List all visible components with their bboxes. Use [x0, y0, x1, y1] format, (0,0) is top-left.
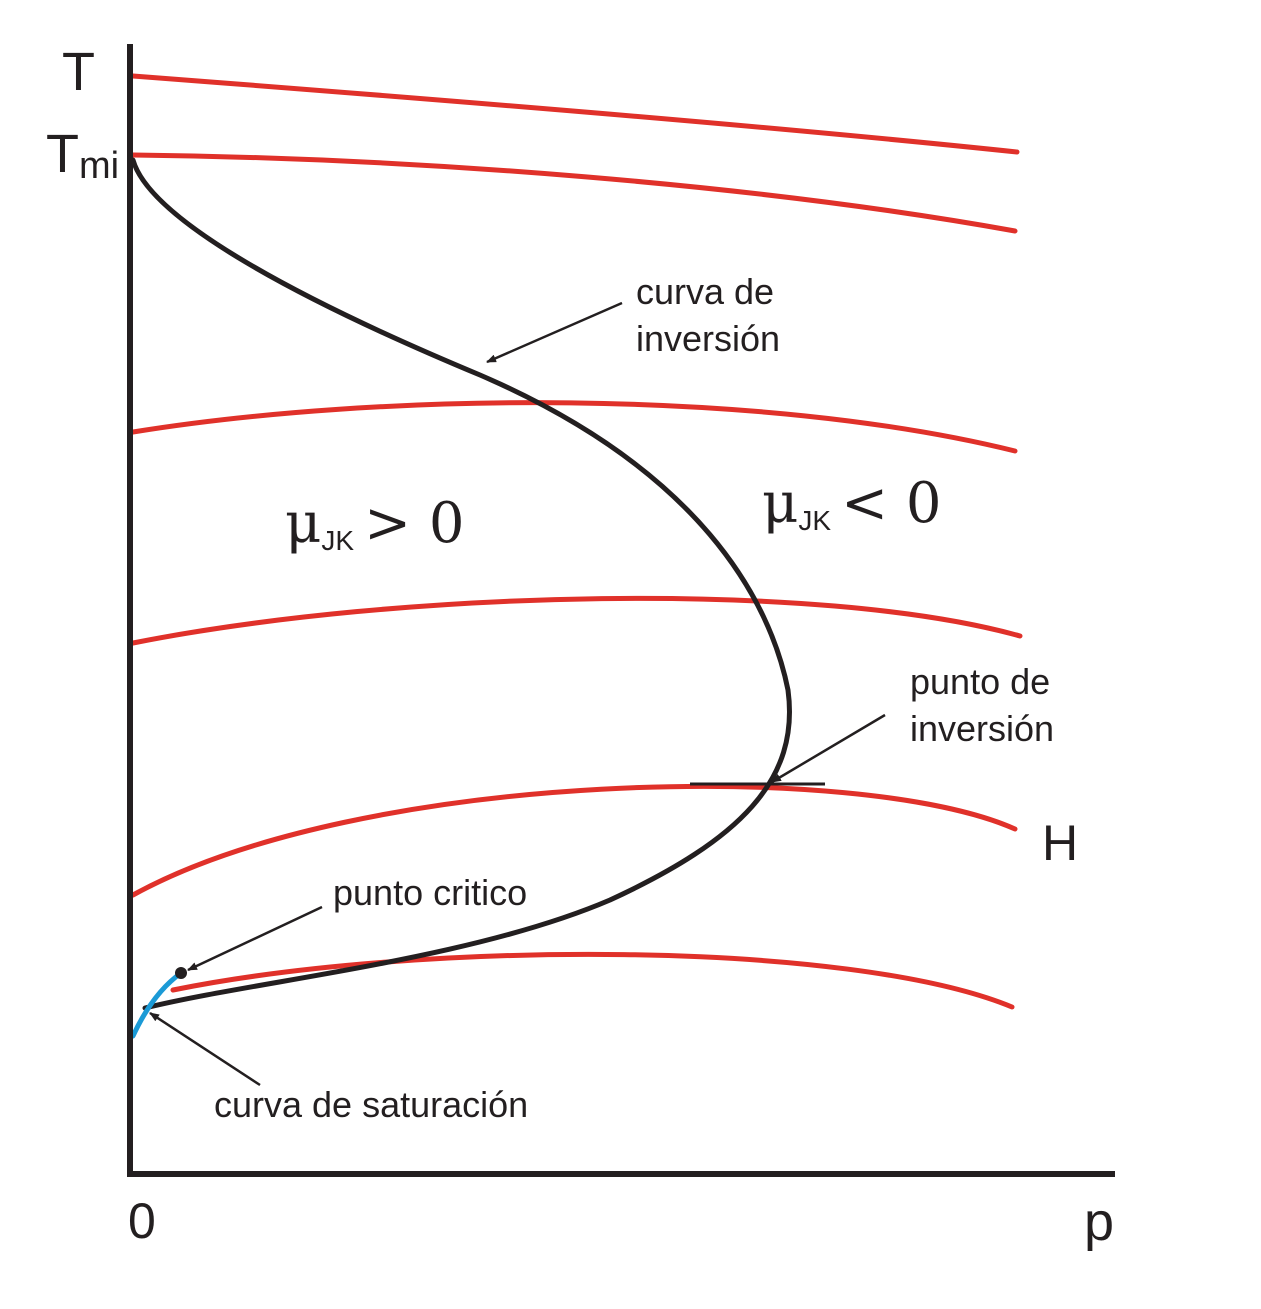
isenthalp-5 — [130, 783, 1018, 898]
y-axis-label: T — [62, 42, 95, 102]
inversion-curve-label-2: inversión — [636, 318, 780, 359]
region-left-subscript: JK — [321, 525, 354, 556]
inversion-point-label-2: inversión — [910, 708, 1054, 749]
critical-point-label: punto critico — [333, 872, 527, 913]
inversion-curve-label-1: curva de — [636, 271, 774, 312]
y-tick-subscript: mi — [79, 145, 119, 187]
y-tick-tmi: Tmi — [46, 124, 119, 187]
isenthalp-2 — [130, 152, 1018, 234]
region-left-label: μJK> 0 — [285, 491, 464, 556]
isenthalp-3 — [130, 400, 1018, 454]
isenthalp-label: H — [1042, 815, 1078, 871]
isenthalp-group — [130, 73, 1023, 1010]
critical-point-marker — [175, 967, 187, 979]
isenthalp-6 — [170, 951, 1015, 1010]
x-axis-label: p — [1084, 1192, 1114, 1252]
region-right-label: μJK< 0 — [762, 471, 941, 536]
region-right-subscript: JK — [798, 505, 831, 536]
inversion-point-arrow — [771, 713, 886, 784]
axes — [127, 44, 1115, 1177]
inversion-curve — [130, 157, 792, 1011]
critical-point-arrow — [187, 905, 323, 972]
isenthalp-1 — [130, 73, 1020, 155]
inversion-point-label-1: punto de — [910, 661, 1050, 702]
inversion-curve-arrow — [486, 301, 623, 364]
origin-label: 0 — [128, 1193, 156, 1249]
saturation-curve-label: curva de saturación — [214, 1084, 528, 1125]
isenthalp-4 — [130, 595, 1023, 646]
pointer-arrows — [149, 301, 886, 1087]
saturation-curve — [130, 970, 184, 1039]
saturation-curve-arrow — [149, 1011, 261, 1087]
